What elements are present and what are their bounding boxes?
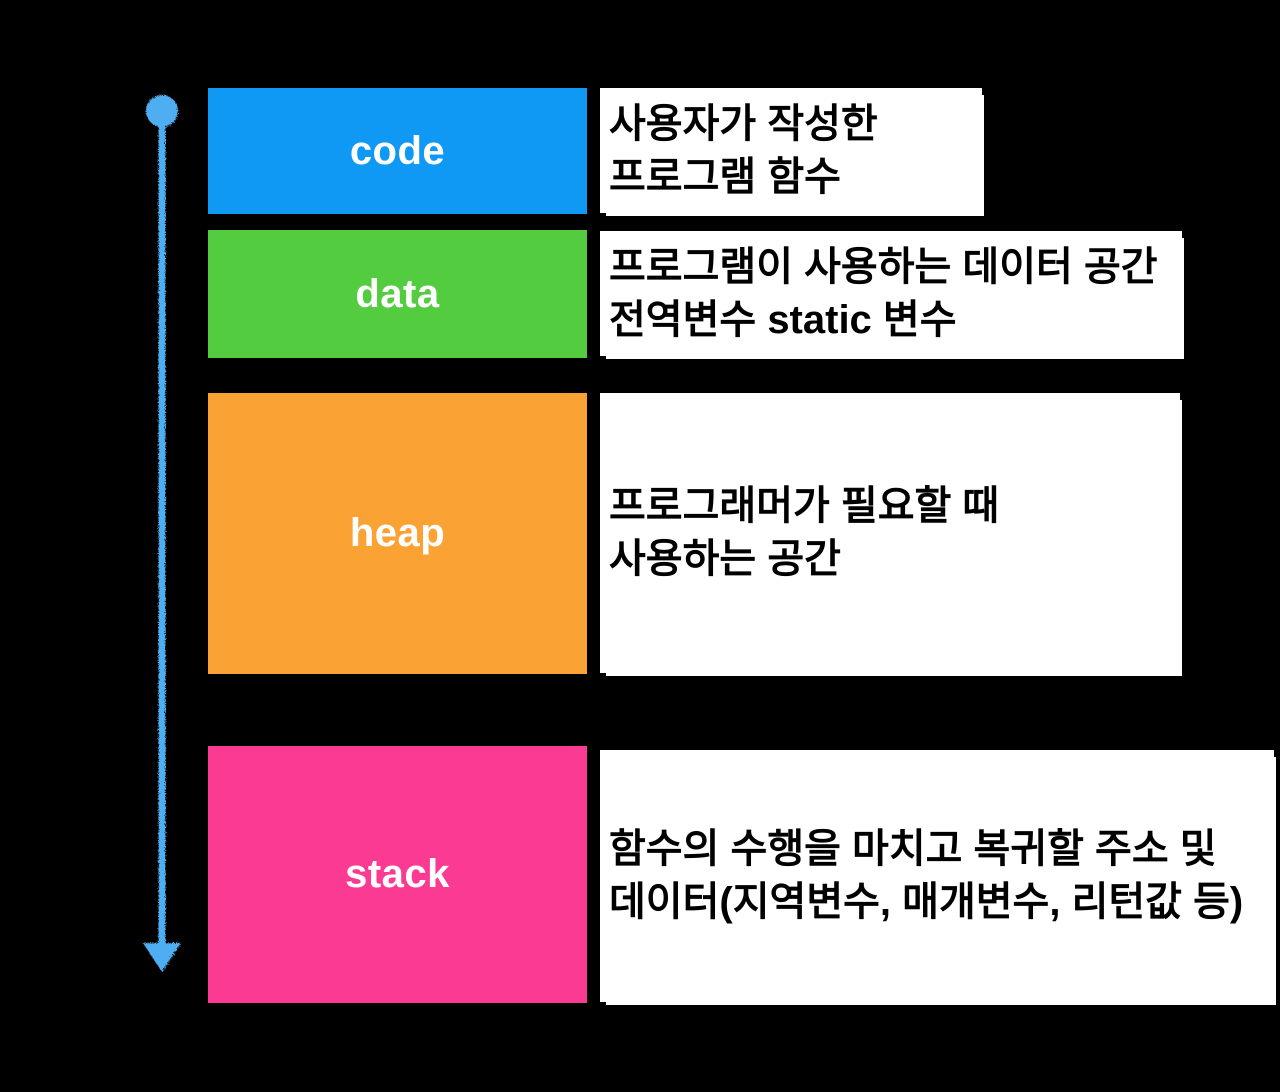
description-box-stack: 함수의 수행을 마치고 복귀할 주소 및 데이터(지역변수, 매개변수, 리턴값… [600, 750, 1274, 1002]
description-box-heap: 프로그래머가 필요할 때 사용하는 공간 [600, 393, 1180, 673]
memory-block-data: data [208, 230, 587, 358]
memory-block-label: data [355, 271, 440, 316]
description-line: 사용하는 공간 [609, 537, 841, 581]
memory-block-heap: heap [208, 393, 587, 674]
memory-block-label: code [349, 128, 446, 173]
memory-block-code: code [208, 88, 587, 214]
description-line: 전역변수 static 변수 [609, 297, 957, 342]
memory-block-label: stack [345, 852, 450, 896]
description-line: 프로그램이 사용하는 데이터 공간 [609, 244, 1158, 289]
description-box-data: 프로그램이 사용하는 데이터 공간 전역변수 static 변수 [600, 231, 1182, 356]
description-line: 함수의 수행을 마치고 복귀할 주소 및 [609, 827, 1217, 871]
memory-block-stack: stack [208, 746, 587, 1003]
description-line: 프로그래머가 필요할 때 [609, 484, 1000, 528]
down-arrow-icon [143, 95, 181, 972]
arrow-shaft [158, 111, 166, 948]
description-line: 데이터(지역변수, 매개변수, 리턴값 등) [609, 880, 1244, 924]
arrow-head [143, 943, 181, 972]
description-box-code: 사용자가 작성한 프로그램 함수 [600, 88, 982, 213]
memory-block-label: heap [349, 511, 446, 555]
description-line: 사용자가 작성한 [609, 101, 878, 146]
description-line: 프로그램 함수 [609, 154, 841, 199]
